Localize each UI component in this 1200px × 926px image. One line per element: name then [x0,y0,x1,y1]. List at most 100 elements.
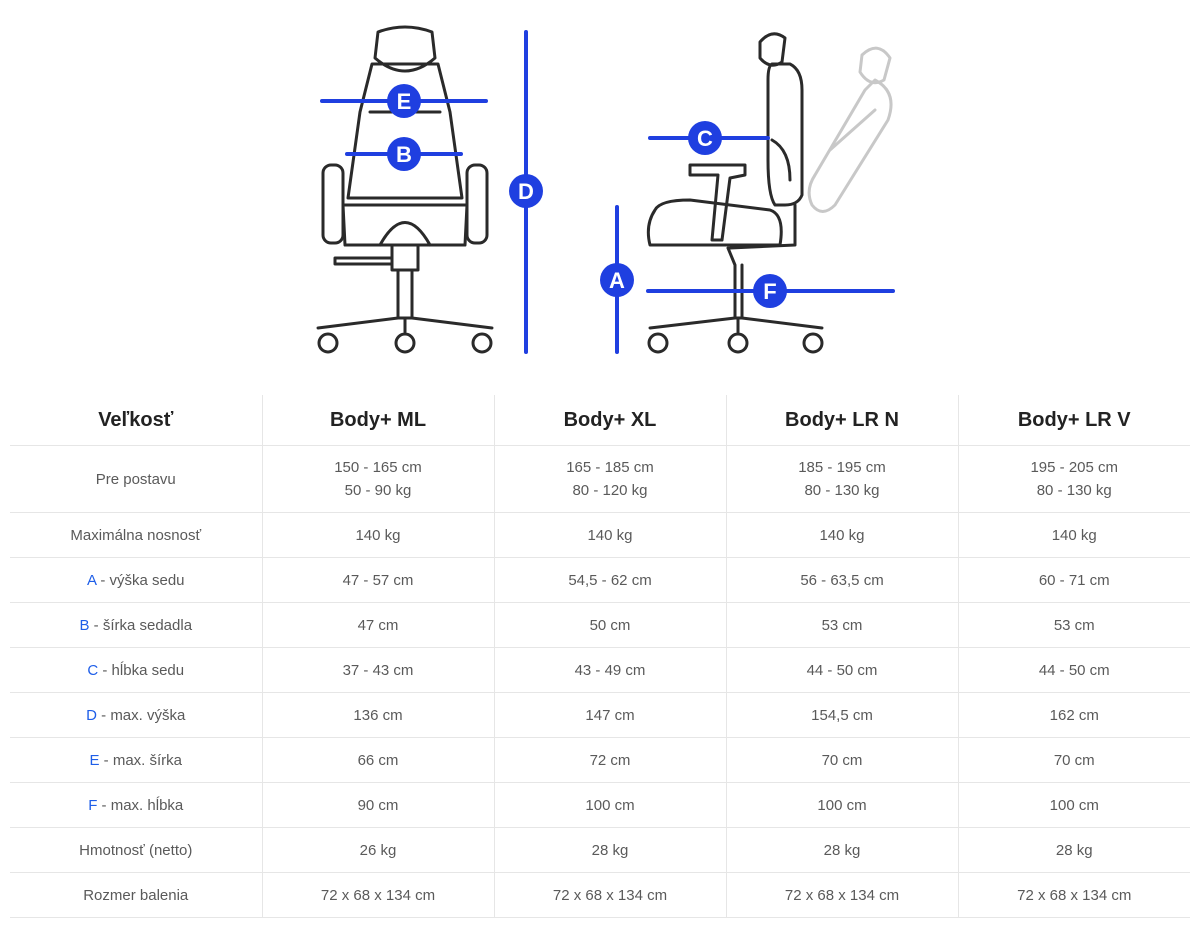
header-body-ml: Body+ ML [261,395,494,446]
cell-value: 162 cm [1049,706,1099,724]
cell-value: 54,5 - 62 cm [568,571,652,589]
row-label-text: Rozmer balenia [83,886,189,904]
table-cell: 136 cm [261,692,494,738]
cell-value: 80 - 130 kg [804,482,880,499]
header-body-xl: Body+ XL [493,395,726,446]
table-cell: 185 - 195 cm 80 - 130 kg [725,445,958,513]
dimension-letter: C [87,661,99,679]
dimension-letter: A [86,571,97,589]
cell-value: 50 - 90 kg [344,482,412,499]
table-cell: 72 x 68 x 134 cm [725,872,958,918]
dimension-a-letter: A [609,268,625,293]
table-row: Pre postavu 150 - 165 cm 50 - 90 kg 165 - 1… [10,445,1190,513]
dimension-e: E [320,84,488,118]
chair-side-view-reclined [807,46,893,213]
row-label-text: Maximálna nosnosť [70,526,202,544]
row-label-text: - hĺbka sedu [98,661,185,679]
dimension-f-letter: F [763,279,776,304]
row-label: Rozmer balenia [10,872,262,918]
dimension-c-letter: C [697,126,713,151]
row-label-text: Hmotnosť (netto) [79,841,193,859]
cell-value: 195 - 205 cm [1030,459,1119,476]
table-cell: 72 x 68 x 134 cm [957,872,1190,918]
table-cell: 47 - 57 cm [261,557,494,603]
row-label: B - šírka sedadla [10,602,262,648]
row-label-text: - max. hĺbka [97,796,184,814]
cell-value: 26 kg [359,841,397,859]
table-cell: 90 cm [261,782,494,828]
row-label-text: - šírka sedadla [89,616,193,634]
cell-value: 44 - 50 cm [806,661,878,679]
header-body-lr-v: Body+ LR V [957,395,1190,446]
dimension-letter: F [88,796,98,814]
table-cell: 147 cm [493,692,726,738]
table-cell: 195 - 205 cm 80 - 130 kg [957,445,1190,513]
cell-value: 80 - 130 kg [1036,482,1112,499]
cell-value: 72 x 68 x 134 cm [552,886,668,904]
row-label: Pre postavu [10,445,262,513]
table-body: Pre postavu 150 - 165 cm 50 - 90 kg 165 - 1… [10,445,1190,918]
cell-value: 80 - 120 kg [572,482,648,499]
chair-side-view [646,32,824,354]
table-row: Rozmer balenia 72 x 68 x 134 cm 72 x 68 x … [10,872,1190,918]
table-cell: 43 - 49 cm [493,647,726,693]
dimension-letter: B [79,616,90,634]
cell-value: 140 kg [355,526,401,544]
table-cell: 28 kg [725,827,958,873]
table-cell: 70 cm [957,737,1190,783]
size-spec-table: Veľkosť Body+ ML Body+ XL Body+ LR N Bod… [10,395,1190,918]
table-cell: 70 cm [725,737,958,783]
table-cell: 53 cm [725,602,958,648]
table-cell: 50 cm [493,602,726,648]
table-cell: 56 - 63,5 cm [725,557,958,603]
row-label: C - hĺbka sedu [10,647,262,693]
table-row: B - šírka sedadla 47 cm 50 cm 53 cm 53 cm [10,602,1190,648]
cell-value: 50 cm [589,616,631,634]
table-header-row: Veľkosť Body+ ML Body+ XL Body+ LR N Bod… [10,395,1190,446]
cell-value: 60 - 71 cm [1038,571,1110,589]
row-label-text: - výška sedu [96,571,185,589]
row-label: E - max. šírka [10,737,262,783]
cell-value: 28 kg [823,841,861,859]
cell-value: 70 cm [821,751,863,769]
dimension-d-letter: D [518,179,534,204]
cell-value: 72 x 68 x 134 cm [320,886,436,904]
cell-value: 47 cm [357,616,399,634]
header-size: Veľkosť [10,395,262,446]
cell-value: 56 - 63,5 cm [800,571,884,589]
cell-value: 147 cm [585,706,635,724]
table-cell: 54,5 - 62 cm [493,557,726,603]
cell-value: 150 - 165 cm [334,459,422,476]
cell-value: 28 kg [591,841,629,859]
dimension-letter: E [89,751,100,769]
table-cell: 44 - 50 cm [957,647,1190,693]
cell-value: 53 cm [1053,616,1095,634]
cell-value: 72 x 68 x 134 cm [1017,886,1132,904]
table-cell: 53 cm [957,602,1190,648]
table-cell: 100 cm [493,782,726,828]
table-cell: 26 kg [261,827,494,873]
table-cell: 72 cm [493,737,726,783]
header-body-lr-n: Body+ LR N [725,395,958,446]
table-cell: 154,5 cm [725,692,958,738]
cell-value: 72 x 68 x 134 cm [784,886,900,904]
cell-value: 70 cm [1053,751,1095,769]
cell-value: 90 cm [357,796,399,814]
cell-value: 185 - 195 cm [798,459,886,476]
table-cell: 44 - 50 cm [725,647,958,693]
dimension-letter: D [86,706,97,724]
cell-value: 72 cm [589,751,631,769]
row-label: Hmotnosť (netto) [10,827,262,873]
table-cell: 72 x 68 x 134 cm [493,872,726,918]
dimension-c: C [648,121,770,155]
row-label-text: - max. výška [96,706,186,724]
table-cell: 150 - 165 cm 50 - 90 kg [261,445,494,513]
dimension-a: A [600,205,634,354]
cell-value: 140 kg [819,526,865,544]
dimension-b: B [345,137,463,171]
